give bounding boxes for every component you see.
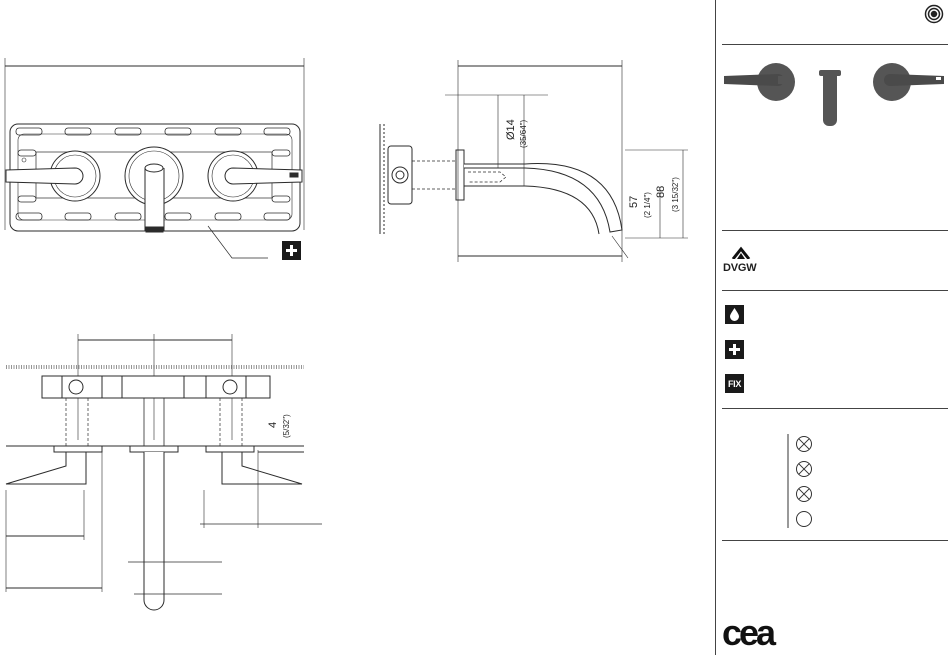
product-thumbnails [722, 58, 948, 130]
water-drop-icon [725, 305, 744, 324]
dim-height-b-in: (3 15/32") [671, 177, 680, 212]
fix-badge: FIX [725, 374, 744, 393]
target-icon [924, 4, 944, 29]
dim-offset: 4 [267, 422, 279, 428]
sidebar-separator [722, 408, 948, 409]
sidebar-separator [722, 290, 948, 291]
finish-options [780, 432, 820, 532]
sidebar-divider [715, 0, 716, 655]
sidebar-separator [722, 540, 948, 541]
dim-diameter-in: (35/64") [519, 119, 528, 148]
dim-height-a: 57 [628, 196, 640, 208]
section-view [6, 334, 322, 610]
dvgw-icon [723, 245, 759, 259]
dvgw-label: DVGW [723, 262, 763, 274]
dim-height-b: 88 [655, 186, 667, 198]
dim-offset-in: (5/32") [282, 414, 291, 438]
sidebar-separator [722, 44, 948, 45]
side-view [380, 60, 688, 262]
dim-height-a-in: (2 1/4") [643, 192, 652, 218]
top-view [5, 58, 304, 258]
plus-icon [725, 340, 744, 359]
dvgw-mark: DVGW [723, 245, 763, 274]
sidebar-separator [722, 230, 948, 231]
plus-icon [282, 241, 301, 260]
brand-logo: cea [722, 615, 773, 651]
dim-diameter: Ø14 [505, 119, 517, 140]
finish-circle-icon [797, 512, 812, 527]
